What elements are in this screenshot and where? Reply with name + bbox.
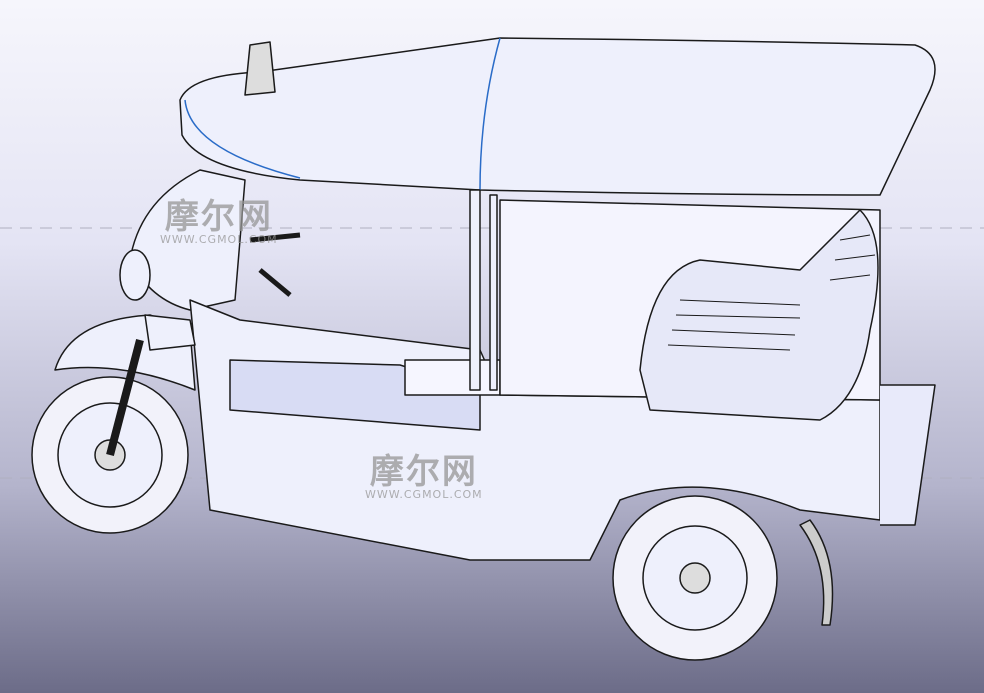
rear-seat xyxy=(639,209,879,421)
roof-light xyxy=(244,41,276,96)
rear-mudflap xyxy=(799,519,834,626)
mirror xyxy=(144,314,196,351)
headlight xyxy=(119,249,151,301)
rear-bumper xyxy=(880,384,936,526)
front-fork xyxy=(106,338,144,457)
handlebar xyxy=(249,232,301,297)
rear-wheel xyxy=(612,495,778,661)
roof xyxy=(179,37,936,196)
seat-base xyxy=(404,359,501,396)
